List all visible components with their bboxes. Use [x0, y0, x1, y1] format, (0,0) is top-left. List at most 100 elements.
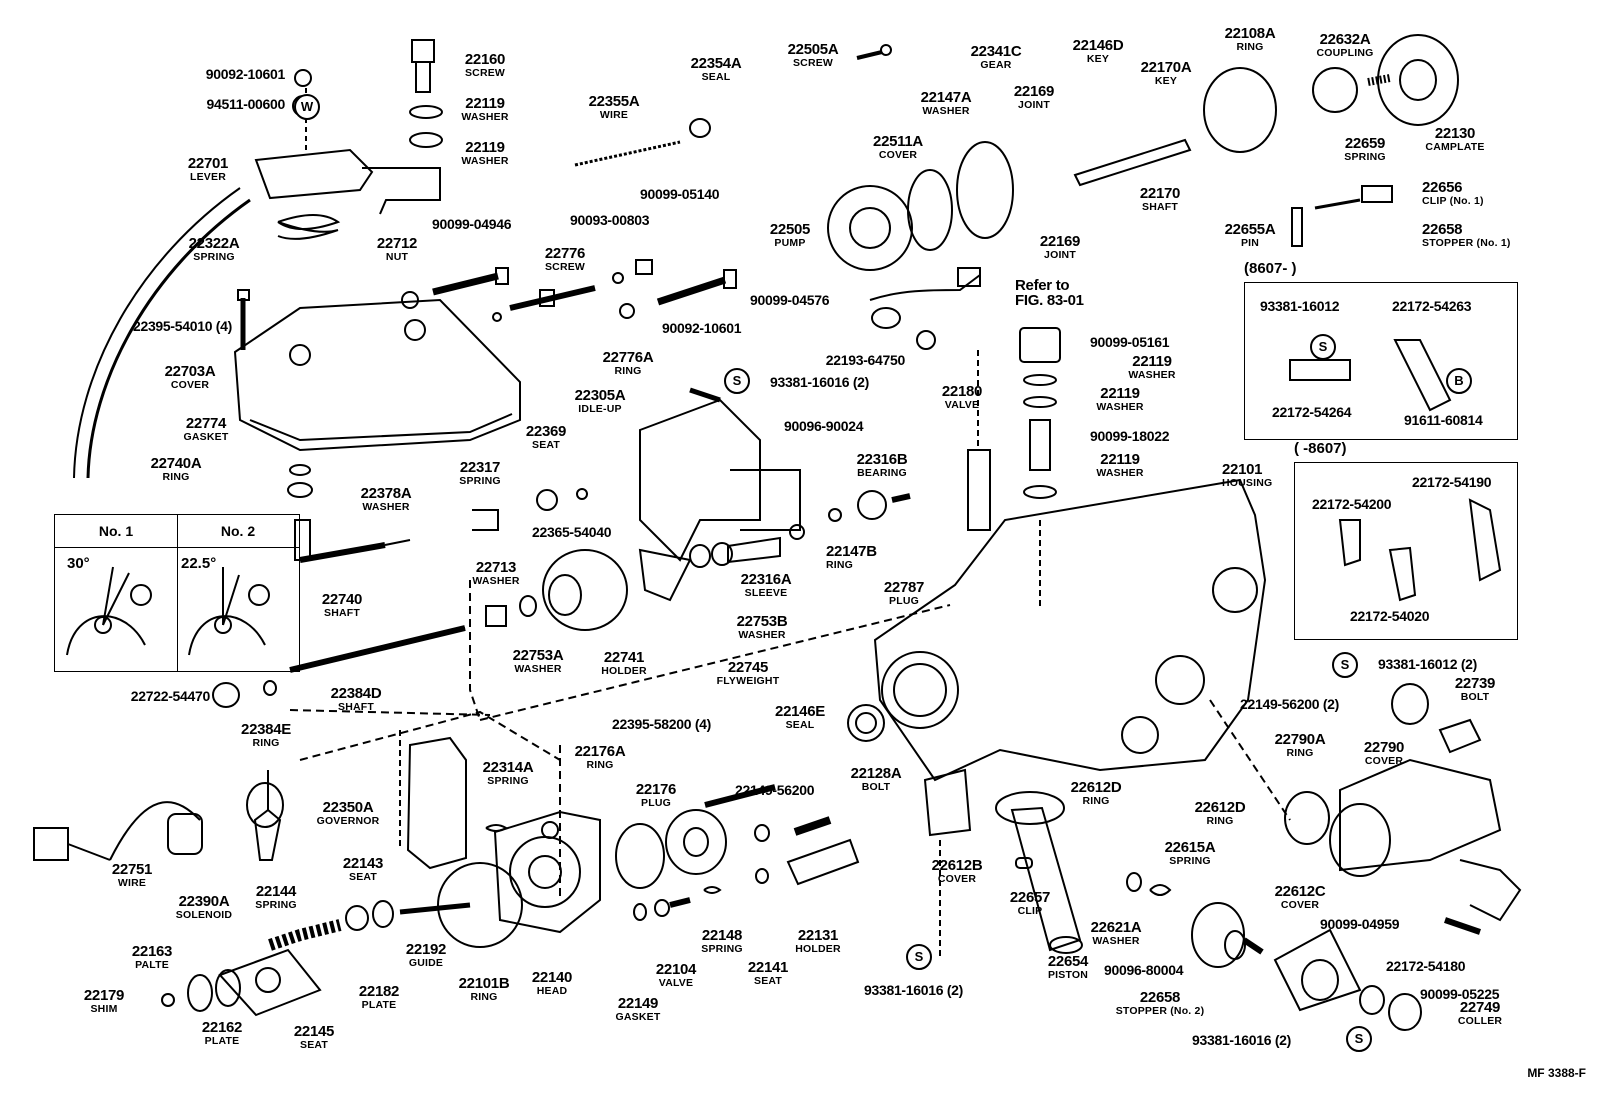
table-header-no1: No. 1: [98, 523, 134, 539]
table-header-no2: No. 2: [220, 523, 256, 539]
s-symbol-icon: S: [1310, 334, 1336, 360]
angle-no2: 22.5°: [181, 555, 217, 572]
b-symbol-icon: B: [1446, 368, 1472, 394]
camplate-shape: [1377, 34, 1459, 126]
part-number: 22149-56200 (2): [1240, 696, 1340, 712]
screw-head-shape: [411, 39, 435, 63]
s-symbol-icon: S: [724, 368, 750, 394]
part-number: 90099-04959: [1320, 916, 1400, 932]
idle-up-shape: [639, 398, 761, 562]
part-number: 90096-90024: [784, 418, 864, 434]
angle-table: No. 1 No. 2 30° 22.5°: [54, 514, 300, 672]
part-number: 22172-54180: [1386, 958, 1466, 974]
governor-cover-shape: [233, 298, 521, 452]
angle-no1: 30°: [67, 555, 90, 572]
part-number: 94511-00600: [206, 96, 286, 112]
screw-shank-shape: [415, 62, 431, 93]
housing-shape: [873, 478, 1267, 782]
part-number: 22193-64750: [825, 352, 906, 368]
part-number: 22172-54264: [1272, 404, 1352, 420]
part-number: 90099-04576: [750, 292, 830, 308]
s-symbol-icon: S: [1332, 652, 1358, 678]
s-symbol-icon: S: [1346, 1026, 1372, 1052]
s-symbol-icon: S: [906, 944, 932, 970]
part-number: 22395-58200 (4): [612, 716, 712, 732]
part-number: 22172-54020: [1350, 608, 1430, 624]
part-number: 22365-54040: [532, 524, 612, 540]
governor-shape: [406, 736, 467, 870]
part-number: 90099-05161: [1090, 334, 1170, 350]
plug-shape: [665, 809, 727, 875]
part-number: 93381-16016 (2): [770, 374, 870, 390]
part-number: 22172-54263: [1392, 298, 1472, 314]
seat-plate-shape: [218, 948, 322, 1017]
variant-box-to: [1294, 462, 1518, 640]
w-symbol-icon: W: [294, 94, 320, 120]
part-number: 90092-10601: [662, 320, 742, 336]
coupling-ring-shape: [1203, 67, 1277, 153]
part-number: 22172-54190: [1412, 474, 1492, 490]
part-number: 90099-18022: [1090, 428, 1170, 444]
figure-code: MF 3388-F: [1527, 1066, 1586, 1080]
piston-shape: [1010, 806, 1082, 952]
part-number: 90092-10601: [205, 66, 286, 82]
angle-sketch: [66, 566, 270, 656]
